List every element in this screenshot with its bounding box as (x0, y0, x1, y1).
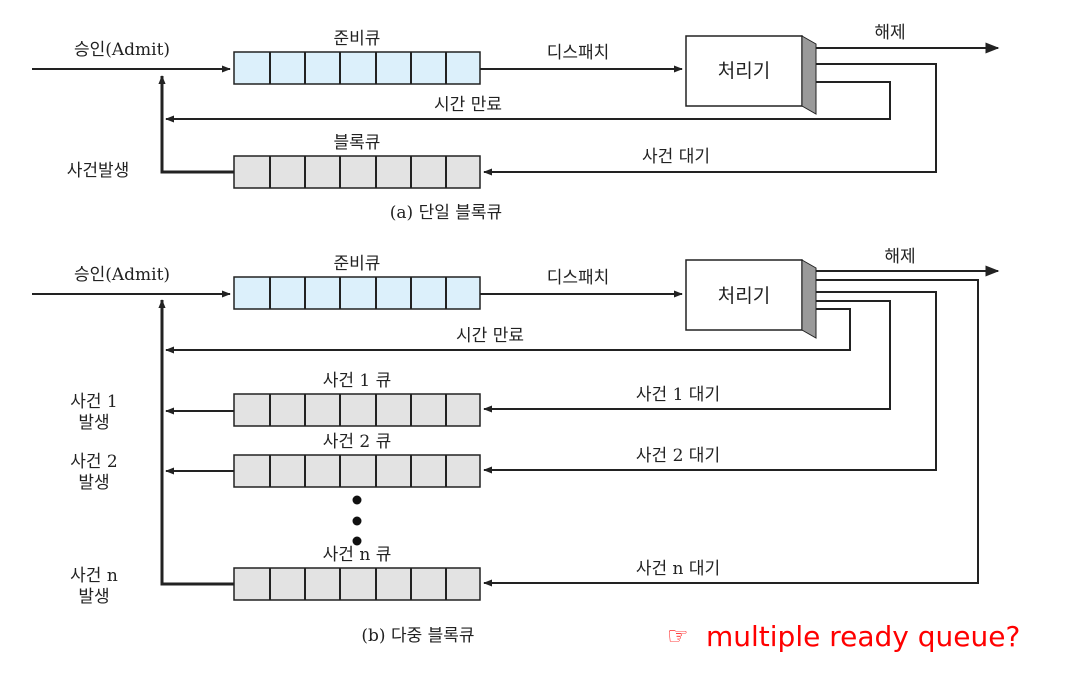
caption-a: (a) 단일 블록큐 (390, 203, 502, 223)
event-1-wait-label: 사건 1 대기 (636, 385, 720, 405)
ellipsis-dot (352, 536, 362, 546)
event-occurs-arrow-a (158, 75, 234, 174)
event-1-queue-label: 사건 1 큐 (323, 371, 392, 391)
event-2-queue (233, 454, 481, 488)
event-n-wait-label: 사건 n 대기 (636, 559, 720, 579)
event-1-queue (233, 393, 481, 427)
event-n-occurs-label-line1: 사건 n (70, 566, 118, 586)
blocked-queue-label-a: 블록큐 (334, 133, 381, 153)
ready-queue-a (233, 51, 481, 85)
event-n-queue-label: 사건 n 큐 (323, 545, 392, 565)
note-text: multiple ready queue? (706, 620, 1020, 653)
event-n-occurs-label-line2: 발생 (78, 587, 109, 607)
admit-label-b: 승인(Admit) (74, 265, 170, 285)
diagram-b: 승인(Admit) 준비큐 디스패치 처리기 해제 시간 만료 사건 1 대기 (32, 247, 1000, 646)
event-n-occurs-arrow (158, 299, 234, 586)
blocked-queue-a (233, 155, 481, 189)
processor-label-b: 처리기 (718, 285, 770, 307)
event-2-queue-label: 사건 2 큐 (323, 432, 392, 452)
admit-label-a: 승인(Admit) (74, 40, 170, 60)
pointing-hand-icon: ☞ (667, 622, 689, 650)
event-2-wait-label: 사건 2 대기 (636, 446, 720, 466)
ellipsis-dot (352, 516, 362, 526)
event-2-wait-arrow (483, 291, 937, 474)
dispatch-label-b: 디스패치 (547, 268, 610, 288)
caption-b: (b) 다중 블록큐 (361, 626, 474, 646)
event-n-queue (233, 567, 481, 601)
event-2-occurs-label-line2: 발생 (78, 473, 109, 493)
diagram-a: 승인(Admit) 준비큐 디스패치 처리기 해제 시간 만료 (32, 23, 1000, 223)
event-1-occurs-label-line1: 사건 1 (70, 392, 118, 412)
ready-queue-label-a: 준비큐 (334, 29, 381, 49)
processor-box-a (685, 35, 817, 115)
timeout-label-b: 시간 만료 (456, 326, 524, 346)
timeout-arrow-b (165, 308, 851, 354)
event-wait-label-a: 사건 대기 (642, 147, 710, 167)
event-n-wait-arrow (483, 279, 979, 587)
ready-queue-label-b: 준비큐 (334, 254, 381, 274)
note: ☞ multiple ready queue? (667, 620, 1020, 653)
event-wait-arrow-a (483, 63, 937, 176)
release-label-a: 해제 (874, 23, 905, 43)
ellipsis-dot (352, 495, 362, 505)
ready-queue-b (233, 276, 481, 310)
timeout-label-a: 시간 만료 (434, 95, 502, 115)
event-1-occurs-label-line2: 발생 (78, 413, 109, 433)
event-1-wait-arrow (483, 300, 891, 413)
timeout-arrow-a (165, 81, 891, 123)
release-label-b: 해제 (884, 247, 915, 267)
dispatch-label-a: 디스패치 (547, 43, 610, 63)
processor-label-a: 처리기 (718, 60, 770, 82)
processor-box-b (685, 259, 817, 339)
event-2-occurs-label-line1: 사건 2 (70, 452, 118, 472)
event-occurs-label-a: 사건발생 (67, 161, 130, 181)
